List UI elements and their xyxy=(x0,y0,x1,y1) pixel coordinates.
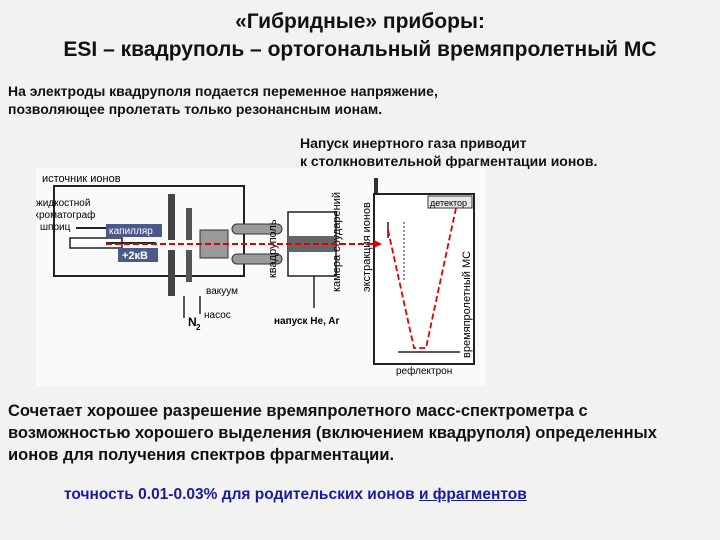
quadrupole-note: На электроды квадруполя подается перемен… xyxy=(8,82,438,118)
n2-subscript: 2 xyxy=(196,323,201,332)
accuracy-fragments: и фрагментов xyxy=(418,486,527,503)
quadrupole-rod-top xyxy=(231,223,283,235)
slide-title-line-2: ESI – квадруполь – ортогональный времяпр… xyxy=(63,38,657,61)
skimmer-plate-top xyxy=(168,194,175,240)
accuracy-value: точность 0.01-0.03% xyxy=(64,486,218,503)
summary-text: Сочетает хорошее разрешение времяпролетн… xyxy=(8,402,657,464)
lc-label-line-2: хроматограф xyxy=(36,209,95,221)
collision-cell-label: камера соударений xyxy=(331,192,343,292)
lc-label-line-1: жидкостной xyxy=(36,198,90,209)
syringe-label: шприц xyxy=(40,222,71,233)
quadrupole-rod-bottom xyxy=(231,253,283,265)
vacuum-label: вакуум xyxy=(206,286,238,297)
detector-label: детектор xyxy=(430,198,467,208)
detector xyxy=(427,195,473,209)
voltage-label: +2кВ xyxy=(122,250,148,262)
voltage-label-bg xyxy=(118,248,158,262)
slide-title-line-1: «Гибридные» приборы: xyxy=(235,10,485,33)
ion-beam-arrow xyxy=(374,240,382,248)
tof-ion-path xyxy=(387,207,457,349)
capillary-label: капилляр xyxy=(109,226,153,237)
accuracy-parent-ions: для родительских ионов xyxy=(221,486,415,503)
quadrupole-label: квадруполь xyxy=(267,219,279,278)
gas-note-line-1: Напуск инертного газа приводит xyxy=(300,135,527,151)
tof-tube xyxy=(373,193,475,365)
n2-label: N xyxy=(188,315,197,329)
quadrupole-note-line-2: позволяющее пролетать только резонансным… xyxy=(8,101,383,117)
gas-note: Напуск инертного газа приводит к столкно… xyxy=(300,134,597,170)
quadrupole-note-line-1: На электроды квадруполя подается перемен… xyxy=(8,83,438,99)
collision-cell-core xyxy=(288,236,336,252)
ion-source-label: источник ионов xyxy=(42,173,121,185)
reflectron-label: рефлектрон xyxy=(396,365,452,377)
pump-label: насос xyxy=(204,310,231,321)
instrument-diagram: источник ионов жидкостной хроматограф шп… xyxy=(36,168,486,386)
skimmer-plate-bottom xyxy=(168,250,175,296)
extraction-label: экстракция ионов xyxy=(361,202,373,292)
capillary-label-bg xyxy=(106,224,162,237)
cone-bottom xyxy=(186,250,192,282)
tof-label: времяпролетный МС xyxy=(461,251,473,358)
gas-note-line-2: к столкновительной фрагментации ионов. xyxy=(300,153,598,169)
accuracy-line: точность 0.01-0.03% для родительских ион… xyxy=(64,486,527,504)
cone-top xyxy=(186,208,192,240)
gas-inlet-label: напуск He, Ar xyxy=(274,316,339,327)
